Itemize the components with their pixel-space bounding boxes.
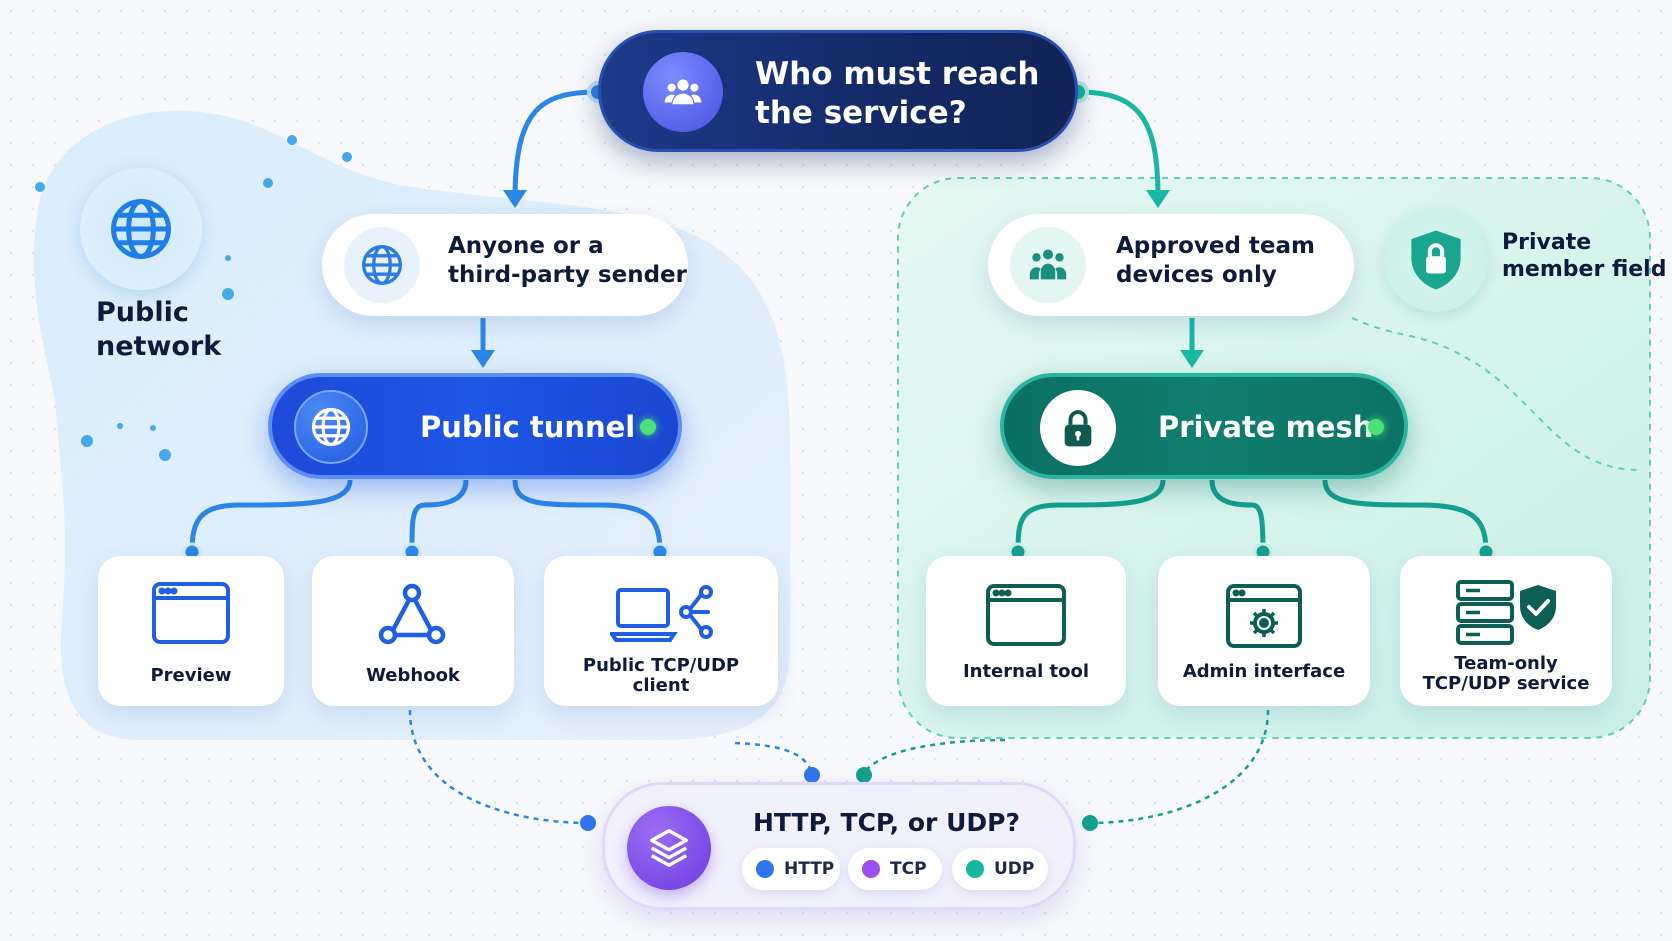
private-field-label-line1: Private — [1502, 230, 1592, 255]
team-only-service-card[interactable]: Team-only TCP/UDP service — [1400, 556, 1612, 706]
public-audience-node[interactable]: Anyone or a third-party sender — [322, 214, 688, 316]
udp-chip-label: UDP — [994, 859, 1035, 879]
public-audience-text: Anyone or a third-party sender — [448, 232, 687, 290]
public-tcp-udp-client-card[interactable]: Public TCP/UDP client — [544, 556, 778, 706]
globe-icon-badge — [344, 227, 420, 303]
protocol-question-text: HTTP, TCP, or UDP? — [753, 808, 1020, 837]
tcp-chip-label: TCP — [890, 859, 927, 879]
http-chip-label: HTTP — [784, 859, 835, 879]
public-network-label-line1: Public — [96, 297, 189, 328]
tcp-chip[interactable]: TCP — [848, 848, 942, 890]
private-mesh-status-dot — [1368, 419, 1384, 435]
udp-color-dot — [966, 860, 984, 878]
admin-interface-card[interactable]: Admin interface — [1158, 556, 1370, 706]
private-audience-text: Approved team devices only — [1116, 232, 1315, 290]
layers-icon-badge — [627, 806, 711, 890]
public-network-label: Public network — [96, 296, 221, 364]
webhook-card-label-line1: Webhook — [366, 665, 460, 686]
lock-icon — [1064, 410, 1092, 447]
team-only-service-label-line2: TCP/UDP service — [1422, 673, 1590, 695]
preview-card-label: Preview — [98, 665, 284, 686]
team-icon — [1029, 249, 1067, 280]
private-audience-line1: Approved team — [1116, 233, 1316, 259]
globe-icon — [111, 199, 171, 259]
public-tunnel-label: Public tunnel — [420, 410, 636, 444]
http-color-dot — [756, 860, 774, 878]
laptop-share-icon — [610, 585, 713, 642]
webhook-card-label: Webhook — [312, 665, 514, 686]
internal-tool-label-line1: Internal tool — [962, 661, 1090, 682]
tcp-color-dot — [862, 860, 880, 878]
public-tcp-udp-client-label-line1: Public TCP/UDP — [582, 655, 740, 676]
private-audience-line2: devices only — [1116, 261, 1277, 288]
globe-icon — [362, 245, 402, 285]
public-tcp-udp-client-label: Public TCP/UDP client — [544, 655, 778, 697]
public-tunnel-node[interactable]: Public tunnel — [268, 373, 682, 479]
preview-card[interactable]: Preview — [98, 556, 284, 706]
public-tcp-udp-client-label-line2: client — [632, 675, 690, 697]
browser-window-icon — [986, 584, 1066, 646]
udp-chip[interactable]: UDP — [952, 848, 1048, 890]
root-question-line2: the service? — [755, 94, 967, 131]
public-audience-line1: Anyone or a — [448, 233, 604, 259]
private-mesh-label: Private mesh — [1158, 410, 1374, 444]
private-field-label: Private member field — [1502, 230, 1666, 284]
globe-icon — [311, 407, 351, 447]
protocol-question-node[interactable]: HTTP, TCP, or UDP? — [602, 782, 1076, 910]
private-zone-inner-curve — [1351, 317, 1641, 471]
team-only-service-label-line1: Team-only — [1454, 653, 1558, 674]
public-tunnel-status-dot — [640, 419, 656, 435]
private-field-label-line2: member field — [1502, 256, 1667, 282]
team-only-service-label: Team-only TCP/UDP service — [1400, 653, 1612, 695]
private-field-shield-badge — [1384, 208, 1488, 312]
preview-card-label-line1: Preview — [150, 665, 232, 686]
globe-icon-badge — [294, 390, 368, 464]
public-network-globe-badge — [80, 168, 202, 290]
root-question-line1: Who must reach — [755, 56, 1040, 92]
internal-tool-card[interactable]: Internal tool — [926, 556, 1126, 706]
lock-icon-badge — [1040, 390, 1116, 466]
browser-window-icon — [152, 582, 230, 644]
admin-interface-label-line1: Admin interface — [1182, 661, 1346, 682]
users-icon-badge — [643, 52, 723, 132]
root-question-text: Who must reach the service? — [755, 55, 1039, 133]
public-audience-line2: third-party sender — [448, 261, 687, 288]
private-audience-node[interactable]: Approved team devices only — [988, 214, 1354, 316]
public-network-label-line2: network — [96, 330, 222, 362]
shield-lock-icon — [1411, 230, 1461, 290]
settings-window-icon — [1226, 584, 1302, 648]
webhook-card[interactable]: Webhook — [312, 556, 514, 706]
root-question-node[interactable]: Who must reach the service? — [598, 30, 1078, 152]
layers-icon — [650, 829, 688, 867]
webhook-icon — [378, 583, 446, 645]
http-chip[interactable]: HTTP — [742, 848, 840, 890]
users-icon — [664, 79, 702, 105]
admin-interface-label: Admin interface — [1158, 661, 1370, 682]
private-mesh-node[interactable]: Private mesh — [1000, 373, 1408, 479]
server-shield-icon — [1456, 580, 1556, 645]
team-icon-badge — [1010, 227, 1086, 303]
internal-tool-label: Internal tool — [926, 661, 1126, 682]
